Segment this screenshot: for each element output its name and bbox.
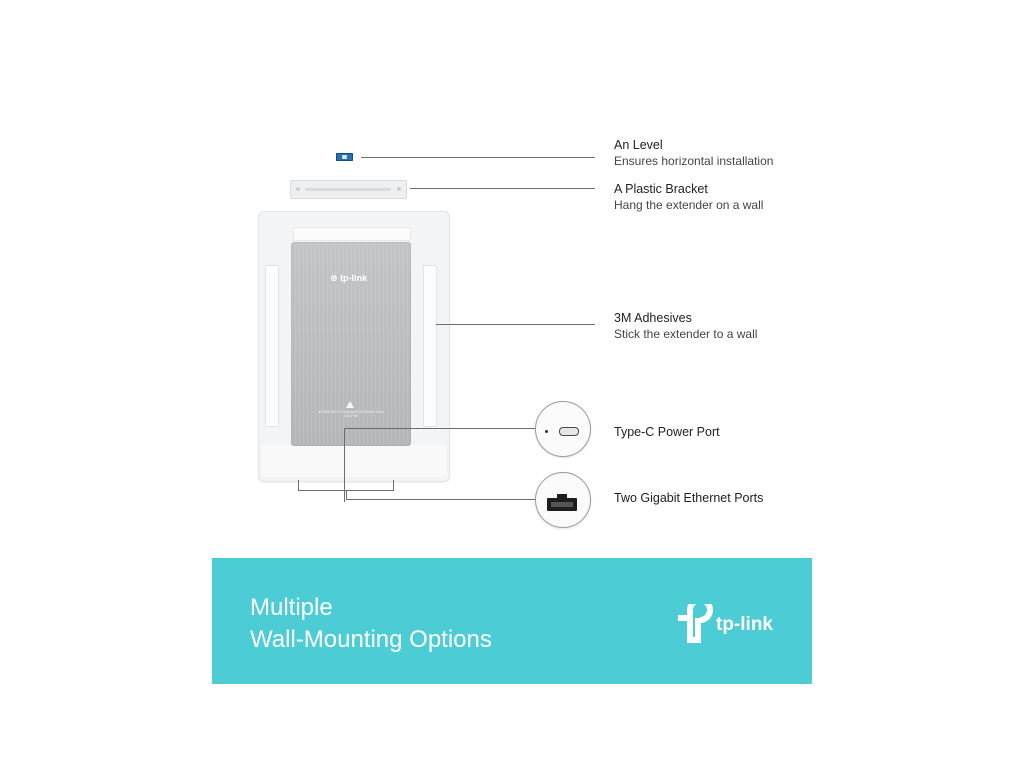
power-port-leader-horizontal (344, 428, 535, 429)
adhesive-strip-right (423, 265, 437, 427)
warning-triangle-icon (346, 401, 354, 408)
device-logo-text: tp-link (340, 273, 368, 283)
ethernet-bracket-left (298, 480, 299, 490)
ethernet-leader-horizontal (346, 499, 535, 500)
adhesive-leader-line (436, 324, 595, 325)
adhesive-title: 3M Adhesives (614, 311, 692, 325)
tp-link-logo-icon (678, 604, 713, 643)
bracket-title: A Plastic Bracket (614, 182, 708, 196)
adhesive-strip-left (265, 265, 279, 427)
ethernet-title: Two Gigabit Ethernet Ports (614, 491, 764, 505)
device-fine-print: AX1500 Wi-Fi 6 Access Point Model: Deco … (317, 410, 385, 418)
bracket-callout: A Plastic Bracket Hang the extender on a… (614, 181, 763, 213)
tp-link-logo-icon: ⊕ (330, 273, 338, 283)
bracket-leader-line (410, 188, 595, 189)
banner-title: Multiple Wall-Mounting Options (250, 592, 492, 656)
ethernet-leader-vertical (346, 490, 347, 500)
ethernet-port-icon (547, 494, 577, 511)
banner (212, 558, 812, 684)
usb-c-port-icon (559, 427, 579, 436)
banner-title-line1: Multiple (250, 594, 333, 621)
ethernet-bracket-right (393, 480, 394, 490)
adhesive-subtitle: Stick the extender to a wall (614, 327, 758, 341)
led-dot (545, 430, 548, 433)
device-logo: ⊕ tp-link (330, 273, 367, 284)
frame-top-slot (293, 227, 411, 241)
level-subtitle: Ensures horizontal installation (614, 154, 774, 168)
power-port-title: Type-C Power Port (614, 425, 720, 439)
level-icon (336, 153, 353, 161)
ethernet-zoom (535, 472, 591, 528)
extender-device (291, 242, 411, 446)
adhesive-callout: 3M Adhesives Stick the extender to a wal… (614, 310, 757, 342)
brand-name: tp-link (716, 614, 773, 635)
power-port-leader-vertical (344, 428, 345, 502)
bracket-subtitle: Hang the extender on a wall (614, 198, 764, 212)
banner-title-line2: Wall-Mounting Options (250, 626, 492, 653)
level-title: An Level (614, 138, 663, 152)
frame-bottom (262, 445, 446, 477)
level-callout: An Level Ensures horizontal installation (614, 137, 773, 169)
plastic-bracket-icon (290, 180, 407, 199)
level-leader-line (361, 157, 595, 158)
